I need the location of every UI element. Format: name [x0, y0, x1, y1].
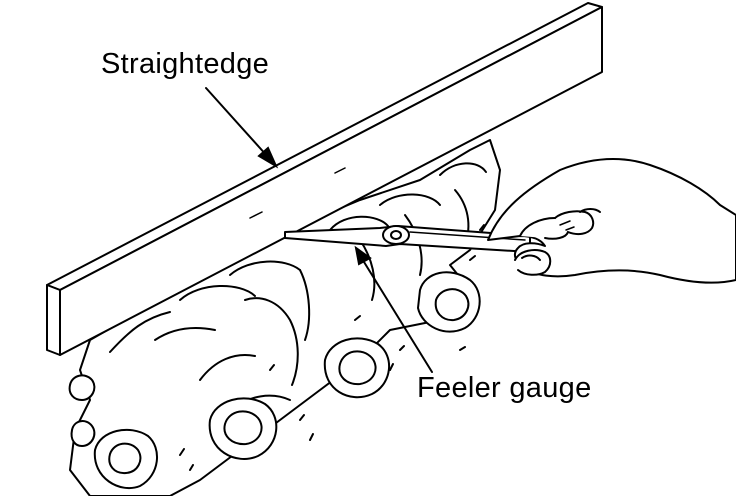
- feeler-gauge-leader-arrow: [354, 245, 433, 373]
- feeler-gauge-label: Feeler gauge: [417, 372, 592, 404]
- straightedge-leader-arrow: [205, 87, 279, 169]
- straightedge-bar: [46, 2, 603, 356]
- straightedge-label: Straightedge: [101, 48, 270, 80]
- hand: [487, 157, 736, 284]
